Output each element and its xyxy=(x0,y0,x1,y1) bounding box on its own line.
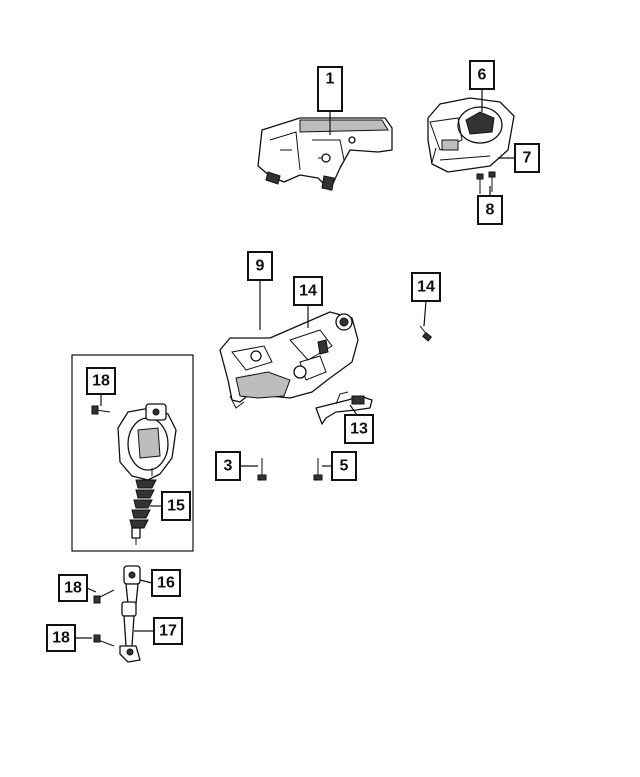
callout-7-label: 7 xyxy=(523,150,532,167)
callout-5: 5 xyxy=(331,451,357,481)
callout-13: 13 xyxy=(344,414,374,444)
part-5-bolt-drawing xyxy=(313,458,323,481)
part-18-bolt-inset-drawing xyxy=(91,405,111,415)
part-3-bolt-drawing xyxy=(257,458,267,481)
callout-14-bolt-label: 14 xyxy=(417,279,435,296)
callout-7: 7 xyxy=(514,143,540,173)
callout-18-inset: 18 xyxy=(86,367,116,395)
callout-18-upper-label: 18 xyxy=(64,580,82,597)
callout-6-label: 6 xyxy=(478,67,487,84)
callout-14-assembly: 14 xyxy=(293,276,323,306)
callout-9: 9 xyxy=(247,251,273,281)
part-13-connector-drawing xyxy=(315,391,373,425)
callout-14-assembly-label: 14 xyxy=(299,283,317,300)
callout-1: 1 xyxy=(317,66,343,112)
part-6-7-shroud-drawing xyxy=(427,97,515,173)
callout-16: 16 xyxy=(151,569,181,597)
callout-18-lower: 18 xyxy=(46,624,76,652)
callout-3-label: 3 xyxy=(224,458,233,475)
callout-8-label: 8 xyxy=(486,202,495,219)
part-18-bolt-upper-drawing xyxy=(93,589,115,604)
callout-13-label: 13 xyxy=(350,421,368,438)
callout-18-upper: 18 xyxy=(58,574,88,602)
part-14-bolt-drawing xyxy=(419,325,433,342)
part-15-intermediate-shaft-drawing xyxy=(117,403,177,545)
callout-16-label: 16 xyxy=(157,575,175,592)
callout-5-label: 5 xyxy=(340,458,349,475)
callout-15-label: 15 xyxy=(167,498,185,515)
part-1-bracket-drawing xyxy=(257,117,393,191)
callout-17-label: 17 xyxy=(159,623,177,640)
part-16-17-lower-shaft-drawing xyxy=(119,565,141,663)
callout-14-bolt: 14 xyxy=(411,272,441,302)
callout-3: 3 xyxy=(215,451,241,481)
inset-frame xyxy=(71,354,194,552)
leader-lines xyxy=(75,89,515,639)
callout-8: 8 xyxy=(477,195,503,225)
callout-18-lower-label: 18 xyxy=(52,630,70,647)
part-9-column-assembly-drawing xyxy=(219,311,359,409)
callout-15: 15 xyxy=(161,491,191,521)
callout-6: 6 xyxy=(469,60,495,90)
callout-18-inset-label: 18 xyxy=(92,373,110,390)
callout-9-label: 9 xyxy=(256,258,265,275)
callout-17: 17 xyxy=(153,617,183,645)
part-8-screws-drawing xyxy=(476,171,496,194)
callout-1-label: 1 xyxy=(326,71,335,88)
part-18-bolt-lower-drawing xyxy=(93,634,115,647)
